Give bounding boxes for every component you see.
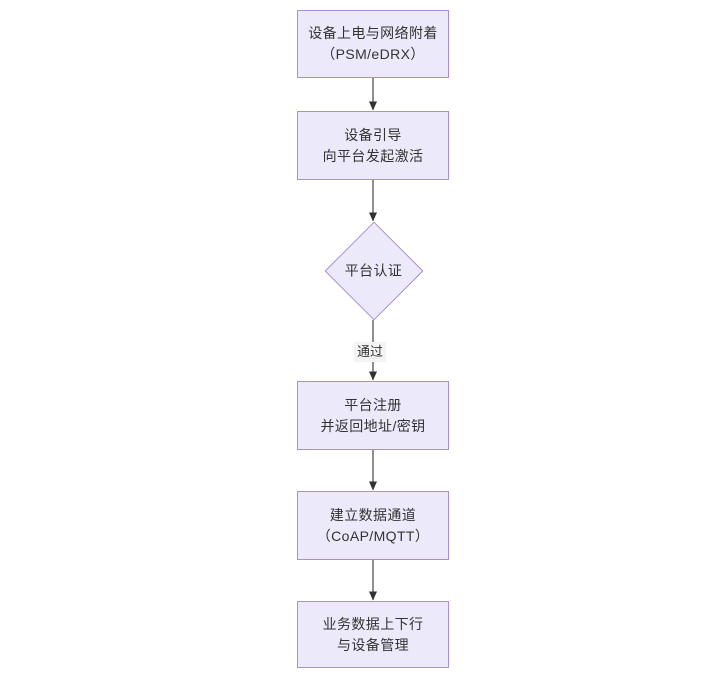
node-line: 平台注册: [344, 396, 402, 413]
node-line: 与设备管理: [337, 636, 409, 653]
node-line: 设备上电与网络附着: [308, 25, 438, 41]
node-line: 平台认证: [345, 262, 403, 279]
node-platform-registration[interactable]: 平台注册 并返回地址/密钥: [297, 381, 449, 450]
node-line: 设备引导: [344, 126, 402, 143]
node-establish-data-channel[interactable]: 建立数据通道 （CoAP/MQTT）: [297, 491, 449, 560]
node-line: （PSM/eDRX）: [321, 46, 425, 62]
node-line: 并返回地址/密钥: [320, 417, 426, 434]
node-business-data-and-device-management[interactable]: 业务数据上下行 与设备管理: [297, 601, 449, 668]
node-line: 建立数据通道: [329, 506, 417, 523]
node-line: （CoAP/MQTT）: [316, 527, 430, 544]
edge-label-pass: 通过: [354, 342, 387, 362]
node-line: 向平台发起激活: [322, 147, 424, 164]
node-line: 业务数据上下行: [322, 615, 424, 632]
node-device-power-on[interactable]: 设备上电与网络附着 （PSM/eDRX）: [297, 10, 449, 78]
node-device-bootstrap[interactable]: 设备引导 向平台发起激活: [297, 111, 449, 180]
